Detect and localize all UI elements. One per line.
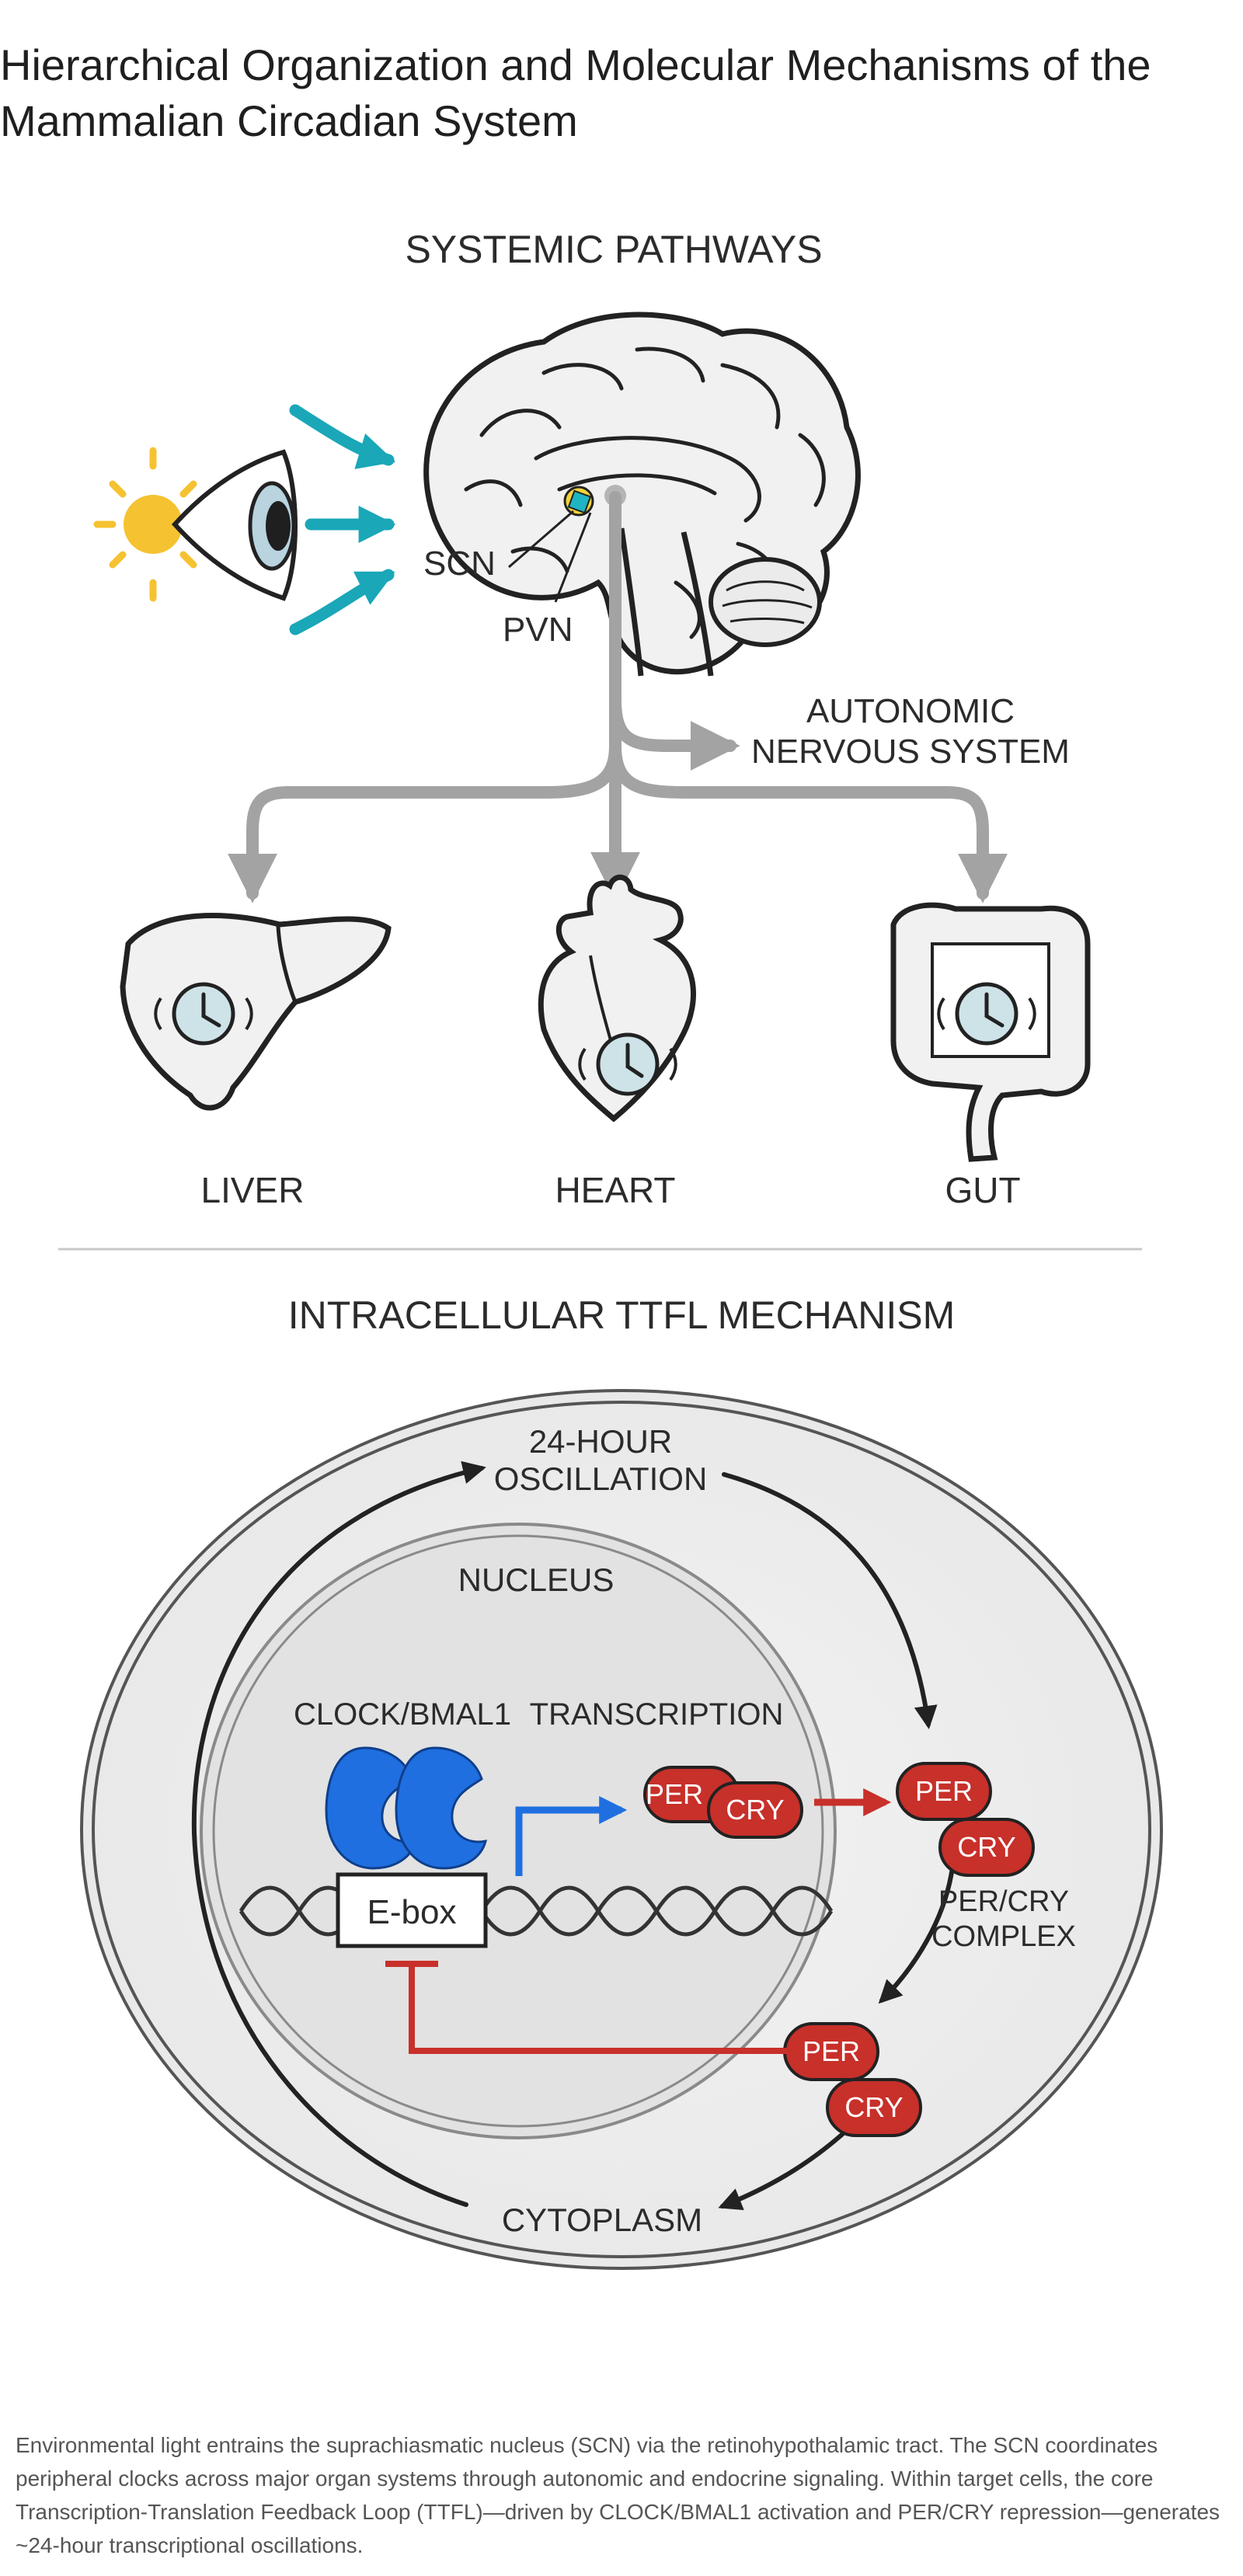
- pvn-leader: [554, 512, 592, 603]
- organ-label-heart: HEART: [555, 1170, 675, 1210]
- clock-bmal1-complex: [325, 1746, 488, 1870]
- page-title: Hierarchical Organization and Molecular …: [0, 40, 1151, 145]
- output-pathways: [228, 491, 1008, 903]
- transcription-arrow: [515, 1796, 628, 1876]
- complex-label-line1: PER/CRY: [938, 1885, 1069, 1918]
- complex-per-label: PER: [915, 1775, 973, 1807]
- gut-icon: [890, 902, 1091, 1162]
- scn-label: SCN: [423, 545, 496, 583]
- complex-label-line2: COMPLEX: [931, 1920, 1076, 1953]
- brain-icon: [423, 312, 861, 677]
- scn-leader: [508, 510, 574, 569]
- figure-caption: Environmental light entrains the suprach…: [16, 2433, 1220, 2557]
- eye-icon: [171, 449, 298, 601]
- nascent-cry-label: CRY: [726, 1794, 784, 1826]
- organ-label-liver: LIVER: [201, 1170, 305, 1210]
- systemic-heading: SYSTEMIC PATHWAYS: [405, 228, 822, 271]
- transcription-label: TRANSCRIPTION: [530, 1697, 784, 1732]
- organ-label-gut: GUT: [945, 1170, 1020, 1210]
- pvn-label: PVN: [503, 611, 573, 649]
- complex-cry-label: CRY: [957, 1831, 1015, 1863]
- repression-line: [385, 1961, 788, 2054]
- repressor-per-label: PER: [803, 2035, 860, 2067]
- liver-icon: [120, 913, 392, 1111]
- ans-label-line2: NERVOUS SYSTEM: [751, 733, 1070, 771]
- light-input-arrows: [289, 404, 396, 635]
- repressor-cry-label: CRY: [844, 2091, 903, 2123]
- cytoplasm-label: CYTOPLASM: [502, 2202, 702, 2238]
- nascent-per-label: PER: [646, 1778, 703, 1810]
- sun-icon: [93, 447, 197, 602]
- nascent-per-cry: PER CRY: [643, 1766, 803, 1839]
- oscillation-label-line2: OSCILLATION: [494, 1460, 708, 1497]
- clock-bmal1-label: CLOCK/BMAL1: [294, 1697, 511, 1732]
- ans-label-line1: AUTONOMIC: [806, 692, 1015, 730]
- ttfl-heading: INTRACELLULAR TTFL MECHANISM: [288, 1293, 955, 1337]
- heart-icon: [538, 874, 696, 1123]
- per-cry-complex: PER CRY: [896, 1762, 1035, 1877]
- repressor-per-cry: PER CRY: [783, 2022, 922, 2137]
- nucleus-label: NUCLEUS: [458, 1561, 615, 1598]
- oscillation-label-line1: 24-HOUR: [529, 1423, 672, 1460]
- ebox: [336, 1872, 488, 1948]
- ebox-label: E-box: [367, 1893, 457, 1931]
- oscillation-cycle: [191, 1460, 954, 2211]
- circadian-diagram: SYSTEMIC PATHWAYS: [0, 179, 1243, 2432]
